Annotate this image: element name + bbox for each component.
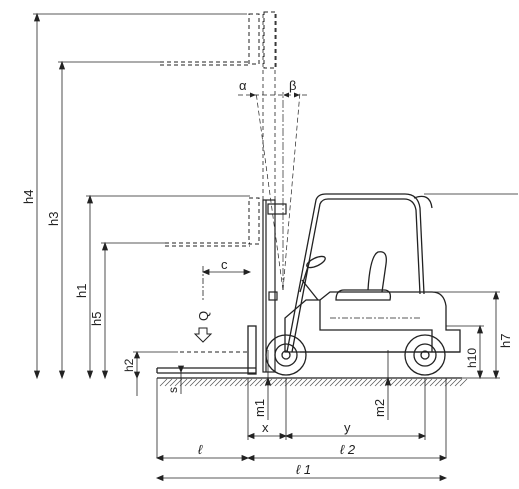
carriage-raised-mid — [165, 197, 260, 247]
front-wheel — [265, 334, 307, 376]
label-h3: h3 — [46, 212, 61, 226]
label-l1: ℓ 1 — [296, 462, 311, 477]
label-y: y — [344, 420, 351, 435]
label-l: ℓ — [198, 442, 203, 457]
label-c: c — [221, 257, 228, 272]
label-h2: h2 — [122, 358, 136, 372]
load-arrow-icon — [193, 327, 213, 343]
label-s: s — [166, 387, 180, 393]
carriage-raised-top — [160, 11, 277, 69]
mast — [262, 14, 287, 373]
label-l2: ℓ 2 — [340, 442, 356, 457]
label-beta: β — [289, 78, 296, 93]
label-h10: h10 — [465, 348, 479, 368]
label-x: x — [262, 420, 269, 435]
ground-clearance-dims — [264, 350, 392, 420]
label-h4: h4 — [21, 190, 36, 204]
load-center — [193, 266, 252, 343]
label-alpha: α — [239, 78, 247, 93]
label-Q: Q — [196, 311, 211, 321]
length-dimensions — [155, 378, 448, 482]
tilt-angle-lines — [238, 91, 310, 291]
truck-body — [284, 193, 461, 353]
ground — [157, 377, 468, 387]
label-m2: m2 — [372, 399, 387, 417]
rear-wheel — [404, 334, 446, 376]
forks — [156, 325, 257, 375]
label-m1: m1 — [252, 399, 267, 417]
height-dimensions — [33, 12, 250, 396]
label-h1: h1 — [74, 284, 89, 298]
label-h7: h7 — [498, 334, 513, 348]
right-dimensions — [424, 193, 518, 380]
label-h5: h5 — [89, 312, 104, 326]
ground-hatching — [159, 378, 468, 387]
